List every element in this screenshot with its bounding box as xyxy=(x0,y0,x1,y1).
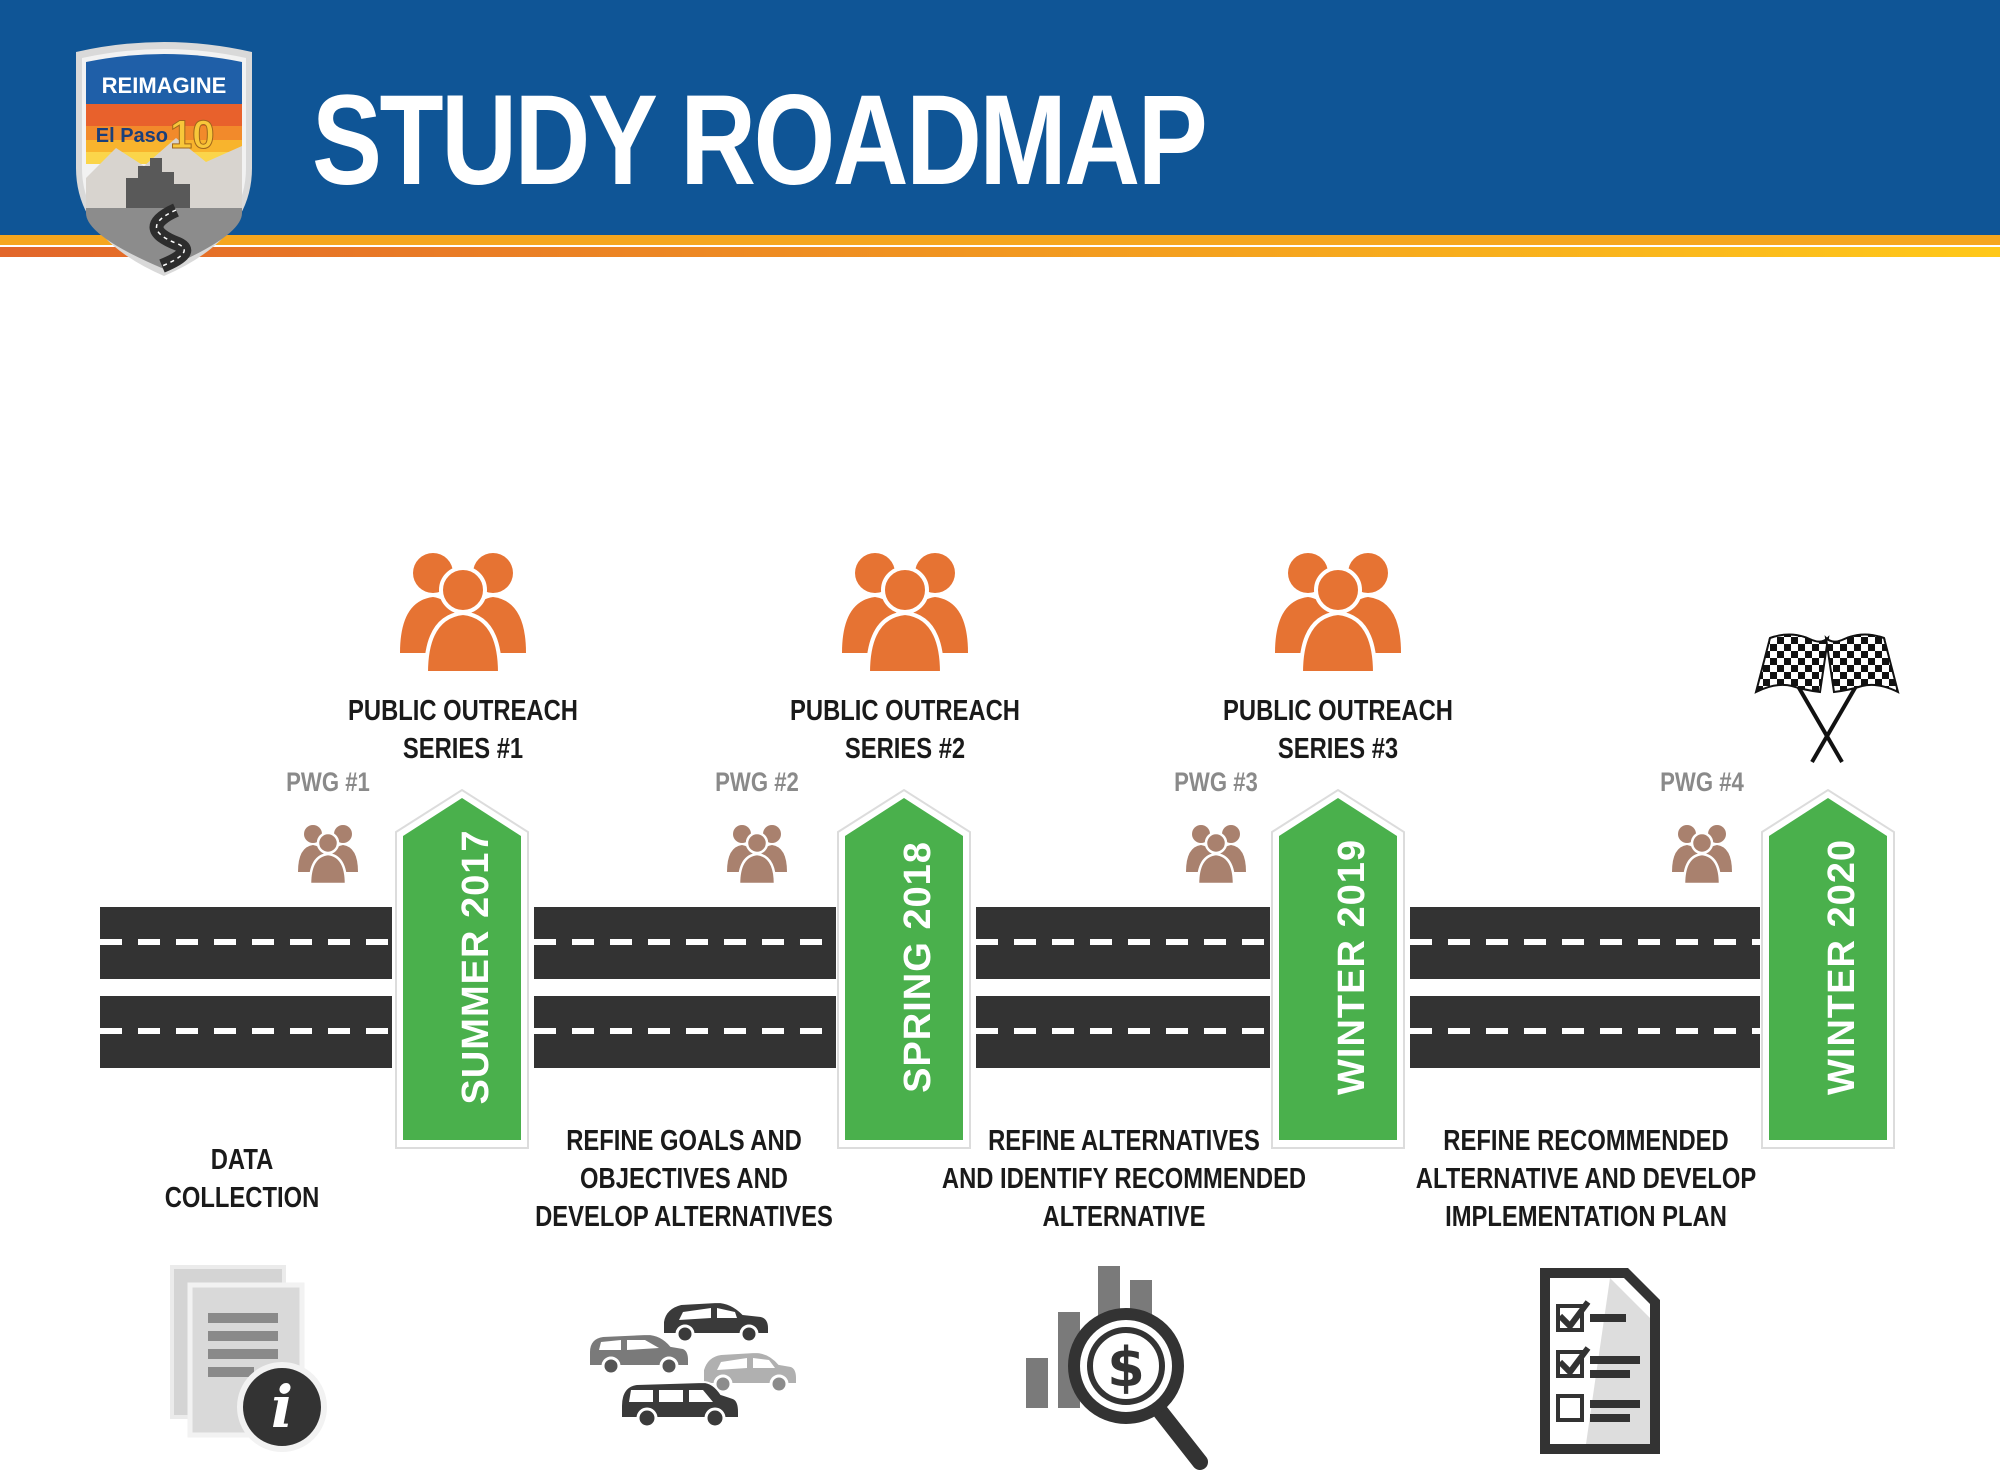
milestone-4: WINTER 2020 xyxy=(1760,788,1896,1150)
people-group-icon xyxy=(842,553,968,675)
milestone-1: SUMMER 2017 xyxy=(394,788,530,1150)
people-group-icon xyxy=(400,553,526,675)
header-banner xyxy=(0,0,2000,235)
road-lower-segment-1 xyxy=(100,996,392,1068)
pwg-label-3: PWG #3 xyxy=(1174,767,1258,797)
milestone-label: SPRING 2018 xyxy=(896,841,939,1093)
milestone-label: WINTER 2019 xyxy=(1330,839,1373,1095)
svg-text:10: 10 xyxy=(170,113,215,157)
svg-text:El Paso: El Paso xyxy=(96,125,168,147)
people-group-icon xyxy=(1275,553,1401,675)
milestone-label: WINTER 2020 xyxy=(1820,839,1863,1095)
small-group-icon xyxy=(1672,825,1732,884)
pwg-label-1: PWG #1 xyxy=(286,767,370,797)
header-stripe-gradient xyxy=(0,247,2000,257)
svg-text:REIMAGINE: REIMAGINE xyxy=(102,73,227,98)
pwg-label-4: PWG #4 xyxy=(1660,767,1744,797)
road-lower-segment-2 xyxy=(534,996,836,1068)
checklist-icon xyxy=(1540,1268,1660,1454)
documents-info-icon: i xyxy=(170,1265,327,1452)
svg-text:i: i xyxy=(271,1373,293,1441)
milestone-2: SPRING 2018 xyxy=(836,788,972,1150)
small-group-icon xyxy=(1186,825,1246,884)
milestone-label: SUMMER 2017 xyxy=(454,829,497,1105)
small-group-icon xyxy=(298,825,358,884)
road-upper-segment-3 xyxy=(976,907,1270,979)
road-lower-segment-4 xyxy=(1410,996,1760,1068)
small-group-icon xyxy=(727,825,787,884)
cost-analysis-icon: $ xyxy=(1026,1266,1208,1470)
road-upper-segment-1 xyxy=(100,907,392,979)
road-upper-segment-2 xyxy=(534,907,836,979)
road-lower-segment-3 xyxy=(976,996,1270,1068)
milestone-3: WINTER 2019 xyxy=(1270,788,1406,1150)
svg-text:$: $ xyxy=(1107,1336,1145,1399)
vehicles-icon xyxy=(588,1300,798,1429)
checkered-flags-icon xyxy=(1754,633,1900,764)
pwg-label-2: PWG #2 xyxy=(715,767,799,797)
road-upper-segment-4 xyxy=(1410,907,1760,979)
reimagine-el-paso-10-logo: REIMAGINE El Paso 10 xyxy=(76,42,252,276)
page-title: STUDY ROADMAP xyxy=(312,69,1208,212)
